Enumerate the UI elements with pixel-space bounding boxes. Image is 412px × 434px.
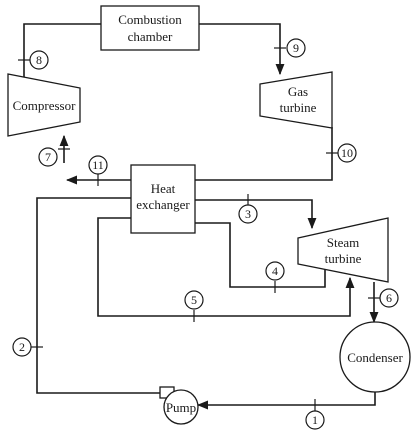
state-number-9: 9 — [293, 41, 299, 55]
condenser-circle — [339, 321, 411, 393]
pipe-state-2 — [36, 197, 163, 394]
state-marker-11: 11 — [88, 155, 108, 175]
condenser-label: Condenser — [347, 350, 403, 365]
state-marker-4: 4 — [265, 261, 285, 281]
state-number-10: 10 — [341, 146, 353, 160]
state-number-1: 1 — [312, 413, 318, 427]
gas-turbine-label-line2: turbine — [280, 100, 317, 115]
pump-label: Pump — [166, 400, 196, 415]
state-number-4: 4 — [272, 264, 278, 278]
pipe-state-1 — [196, 392, 376, 410]
state-number-5: 5 — [191, 293, 197, 307]
state-number-6: 6 — [386, 291, 392, 305]
heat-exchanger-label-line1: Heat — [151, 181, 176, 196]
combustion-chamber-label-line1: Combustion — [118, 12, 182, 27]
combustion-chamber-label-line2: chamber — [128, 29, 173, 44]
state-marker-7: 7 — [38, 147, 58, 167]
state-number-2: 2 — [19, 340, 25, 354]
steam-turbine-label-line2: turbine — [325, 251, 362, 266]
state-marker-8: 8 — [29, 50, 49, 70]
steam-turbine-label-line1: Steam — [327, 235, 360, 250]
pipe-state-5 — [97, 217, 355, 317]
state-number-8: 8 — [36, 53, 42, 67]
combustion-chamber-box — [100, 5, 200, 51]
state-marker-10: 10 — [337, 143, 357, 163]
pump-circle — [163, 389, 199, 425]
pipe-state-4 — [195, 222, 326, 288]
state-number-11: 11 — [92, 158, 104, 172]
gas-turbine-shape — [259, 71, 333, 129]
state-marker-2: 2 — [12, 337, 32, 357]
pipe-state-9 — [199, 23, 285, 76]
pipe-state-8 — [23, 23, 101, 80]
pipe-state-10 — [195, 127, 333, 181]
compressor-label: Compressor — [13, 98, 77, 113]
heat-exchanger-box — [130, 164, 196, 234]
state-number-3: 3 — [245, 207, 251, 221]
state-marker-3: 3 — [238, 204, 258, 224]
gas-turbine-label-line1: Gas — [288, 84, 308, 99]
compressor-shape — [7, 73, 81, 137]
state-marker-1: 1 — [305, 410, 325, 430]
pipe-state-3 — [195, 199, 317, 230]
heat-exchanger-label-line2: exchanger — [136, 197, 190, 212]
state-number-7: 7 — [45, 150, 51, 164]
state-marker-5: 5 — [184, 290, 204, 310]
state-marker-9: 9 — [286, 38, 306, 58]
steam-turbine-shape — [297, 217, 389, 283]
state-marker-6: 6 — [379, 288, 399, 308]
